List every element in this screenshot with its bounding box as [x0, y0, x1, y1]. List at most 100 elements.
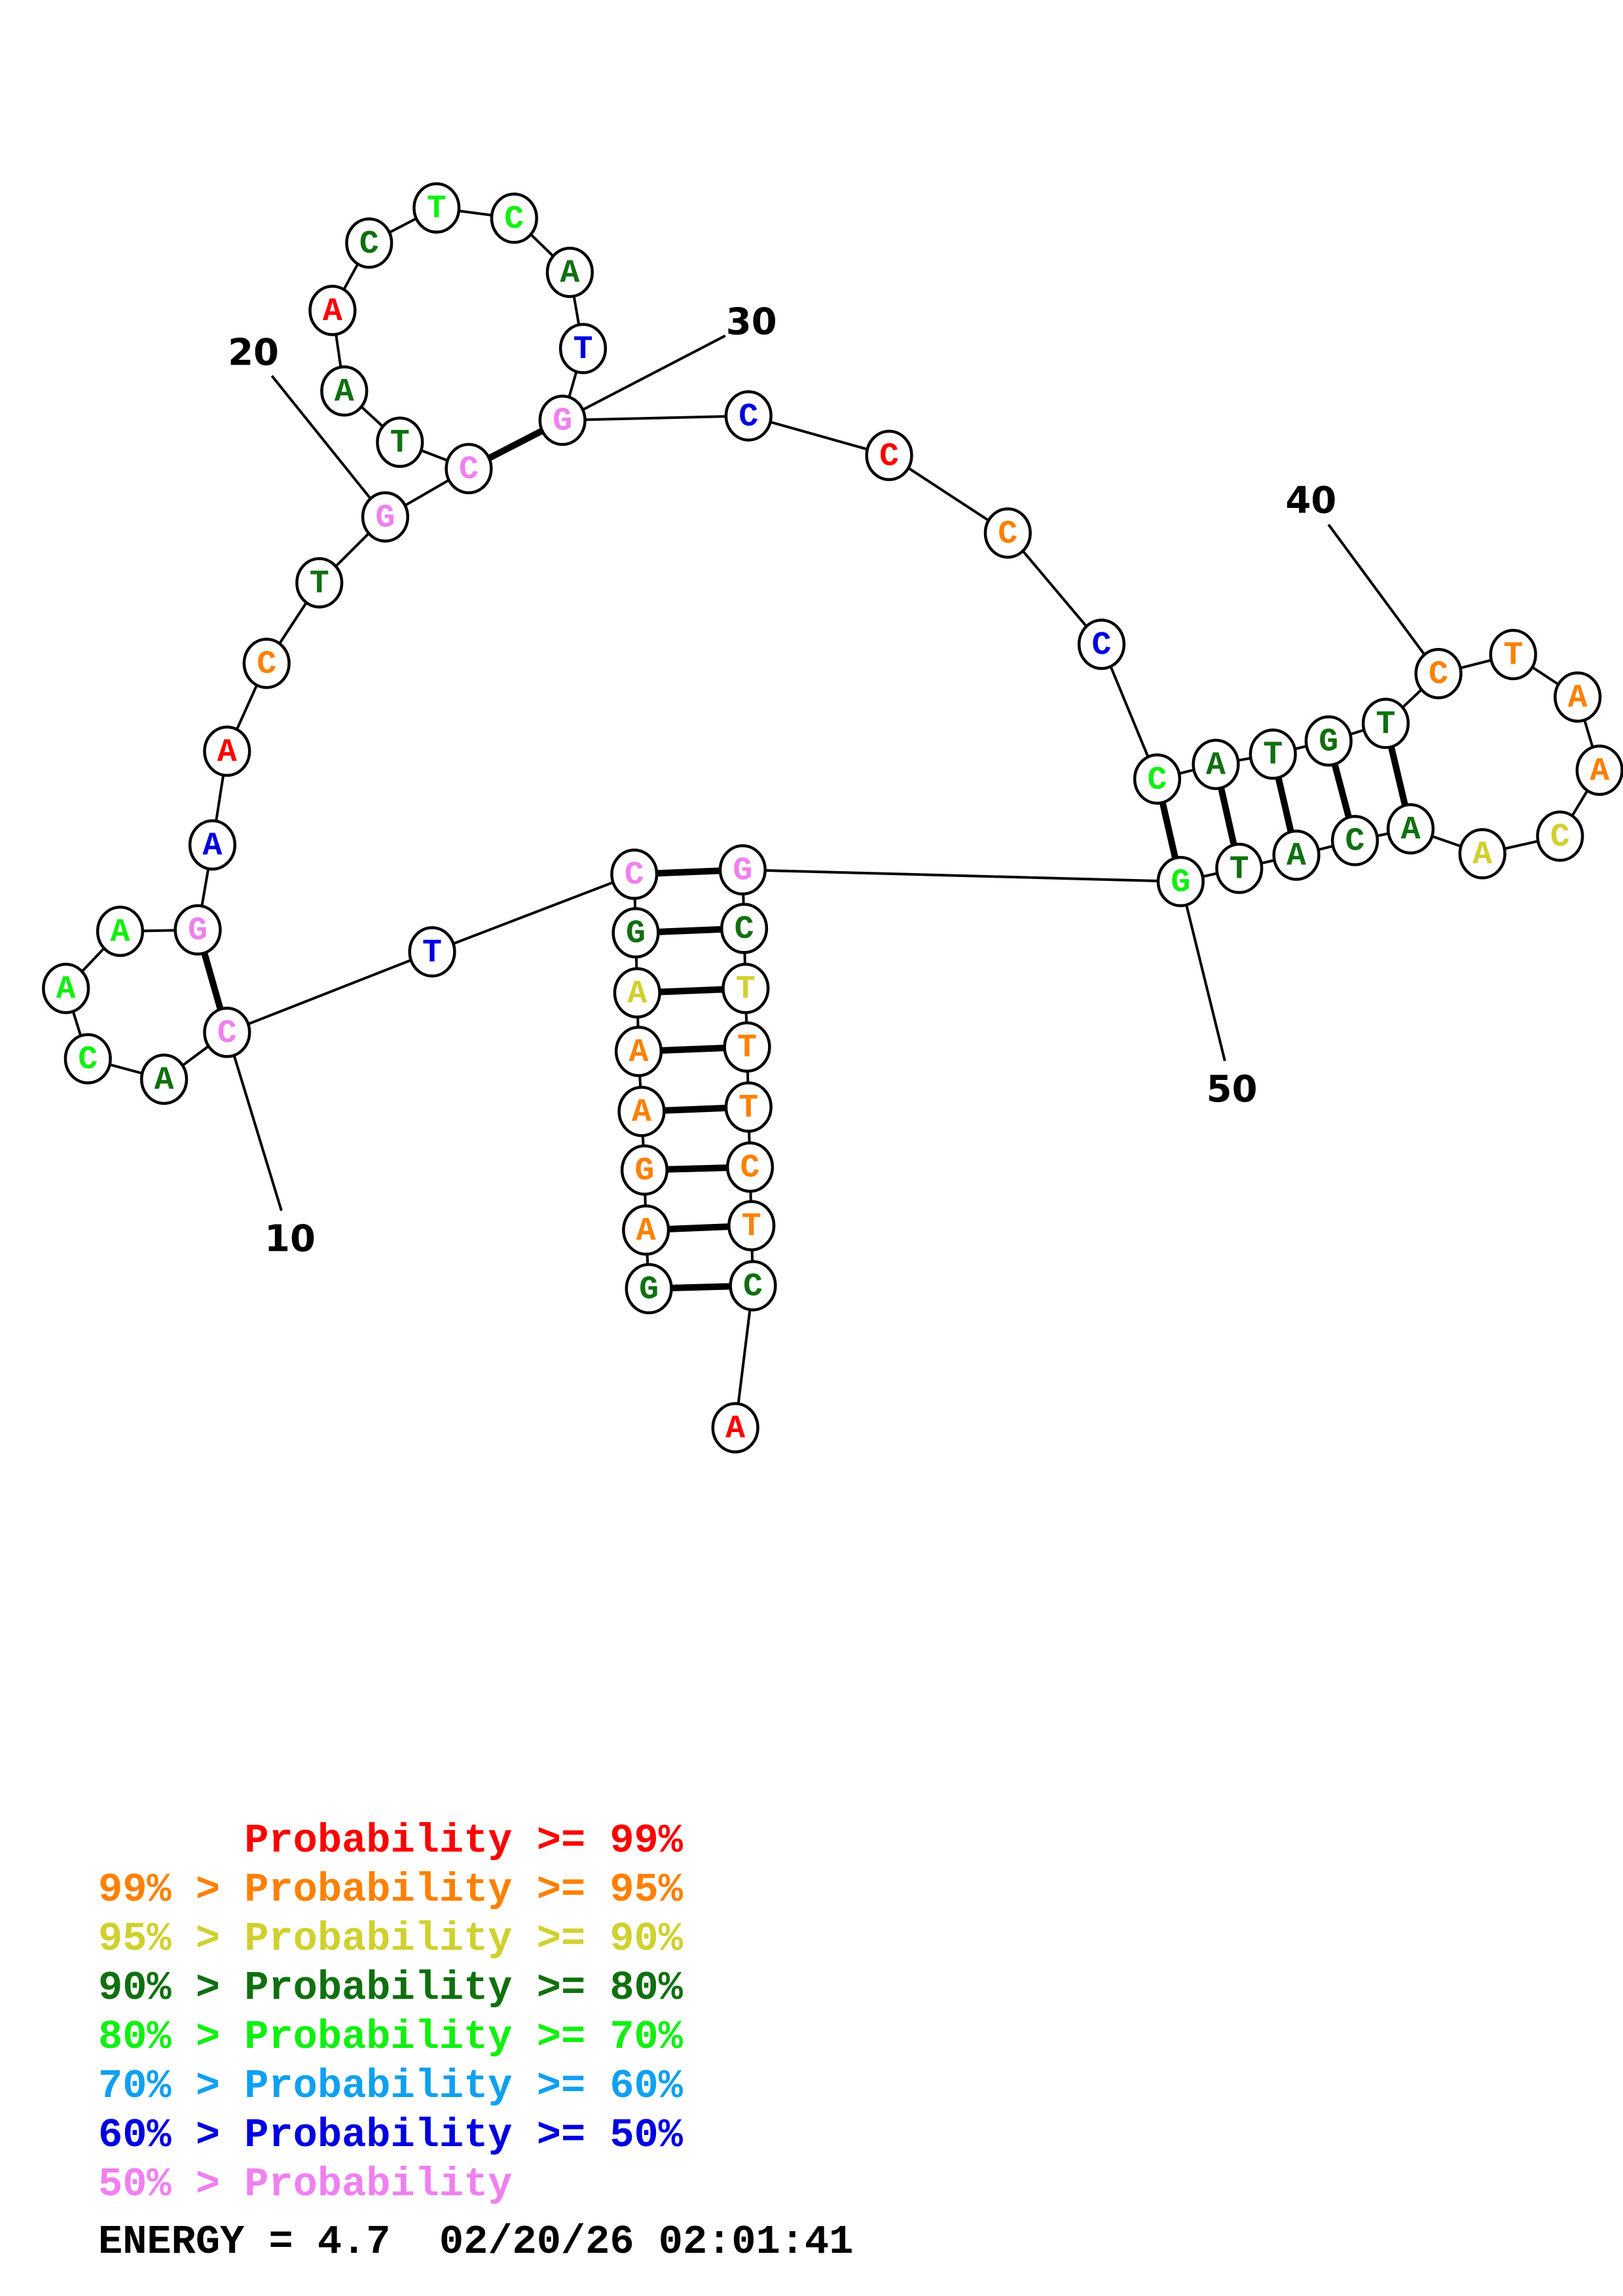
backbone-link	[748, 414, 890, 457]
legend-row: 70% > Probability >= 60%	[98, 2062, 683, 2111]
nucleotide-base: T	[1263, 737, 1283, 774]
legend-row: 50% > Probability	[98, 2160, 683, 2209]
nucleotide-circle	[1575, 744, 1623, 797]
nucleotide-30: G	[538, 394, 587, 446]
nucleotide-5: A	[614, 1026, 663, 1077]
nucleotide-circle	[1249, 728, 1297, 780]
nucleotide-44: C	[1536, 810, 1584, 862]
nucleotide-base: T	[1230, 851, 1249, 888]
nucleotide-circle	[1304, 715, 1353, 767]
nucleotide-base: G	[375, 499, 395, 537]
nucleotide-48: A	[1272, 829, 1321, 881]
nucleotide-circle	[1330, 815, 1379, 867]
nucleotide-base: C	[1091, 627, 1111, 664]
nucleotide-circle	[242, 637, 291, 689]
nucleotide-base: T	[427, 190, 447, 228]
nucleotide-circle	[1133, 753, 1182, 805]
nucleotide-base: C	[625, 857, 644, 894]
nucleotide-20: G	[361, 491, 410, 543]
nucleotide-circle	[1386, 803, 1435, 855]
position-label: 40	[1285, 480, 1336, 522]
legend-prefix: 95% >	[98, 1916, 245, 1962]
energy-value: ENERGY = 4.7	[98, 2219, 391, 2265]
nucleotide-base: C	[743, 1268, 763, 1306]
nucleotide-base: A	[217, 734, 237, 771]
nucleotide-circle	[538, 394, 587, 446]
legend-prefix: 70% >	[98, 2063, 245, 2109]
legend-label: Probability	[244, 1867, 513, 1913]
nucleotide-3: G	[620, 1144, 669, 1196]
nucleotide-24: A	[308, 285, 357, 336]
nucleotide-circle	[724, 1081, 773, 1133]
nucleotide-circle	[361, 491, 410, 543]
nucleotide-35: C	[1133, 753, 1182, 805]
nucleotide-circle	[412, 182, 461, 234]
nucleotide-circle	[1414, 648, 1463, 700]
nucleotide-36: A	[1192, 738, 1240, 791]
nucleotide-circle	[711, 1402, 759, 1454]
nucleotide-circle	[610, 848, 659, 900]
nucleotide-49: T	[1215, 842, 1264, 894]
nucleotide-base: A	[560, 255, 579, 293]
nucleotide-27: C	[490, 192, 538, 244]
nucleotide-18: C	[242, 637, 291, 689]
nucleotide-circle	[203, 725, 251, 777]
nucleotide-base: G	[634, 1153, 654, 1190]
legend-suffix: >= 60%	[512, 2063, 683, 2109]
legend-row: 60% > Probability >= 50%	[98, 2111, 683, 2160]
nucleotide-8: C	[610, 848, 659, 900]
nucleotide-circle	[1156, 855, 1205, 908]
legend-suffix: >= 99%	[512, 1818, 683, 1864]
nucleotide-circle	[408, 926, 456, 978]
nucleotide-6: A	[613, 967, 661, 1019]
nucleotide-base: G	[639, 1271, 659, 1308]
legend-label: Probability	[244, 1916, 513, 1962]
nucleotide-base: A	[629, 1034, 648, 1071]
nucleotide-circle	[558, 323, 608, 374]
nucleotide-40: C	[1414, 648, 1463, 700]
nucleotide-circle	[295, 557, 344, 609]
nucleotide-14: A	[96, 905, 145, 958]
nucleotide-circle	[490, 192, 538, 244]
nucleotide-base: T	[736, 971, 756, 1009]
legend-row: 90% > Probability >= 80%	[98, 1964, 683, 2013]
nucleotide-base: C	[879, 438, 899, 475]
nucleotide-base: T	[422, 935, 442, 972]
nucleotide-base: C	[739, 399, 758, 436]
position-tick	[225, 1031, 283, 1211]
nucleotide-25: C	[345, 217, 393, 269]
legend-suffix: >= 90%	[512, 1916, 683, 1962]
nucleotide-circle	[308, 285, 357, 336]
nucleotide-circle	[140, 1053, 189, 1105]
nucleotide-29: T	[558, 323, 608, 374]
nucleotide-base: G	[188, 912, 208, 950]
nucleotide-circle	[620, 1144, 669, 1196]
legend-label: Probability	[244, 1818, 513, 1864]
nucleotide-59: A	[711, 1402, 759, 1454]
nucleotide-41: T	[1489, 628, 1537, 681]
legend-label: Probability	[244, 2161, 513, 2208]
nucleotide-base: C	[504, 201, 524, 238]
nucleotide-circle	[1536, 810, 1584, 862]
legend-suffix: >= 70%	[512, 2014, 683, 2060]
nucleotide-base: A	[1401, 812, 1421, 849]
nucleotide-circle	[727, 1200, 776, 1251]
legend-label: Probability	[244, 2014, 513, 2060]
legend-row: 80% > Probability >= 70%	[98, 2013, 683, 2062]
nucleotide-base: A	[1590, 753, 1609, 790]
nucleotide-31: C	[724, 390, 773, 442]
nucleotide-base: C	[78, 1041, 98, 1079]
legend-prefix: 60% >	[98, 2112, 245, 2159]
nucleotide-base: C	[217, 1015, 237, 1052]
nucleotide-28: A	[545, 246, 594, 298]
nucleotide-base: A	[323, 293, 342, 331]
nucleotide-15: G	[173, 904, 222, 956]
nucleotide-base: A	[1206, 747, 1226, 784]
legend-row: Probability >= 99%	[98, 1816, 683, 1865]
legend-suffix: >= 80%	[512, 1965, 683, 2011]
nucleotide-circle	[1077, 619, 1126, 670]
nucleotide-circle	[96, 905, 145, 958]
nucleotide-52: C	[720, 903, 769, 954]
